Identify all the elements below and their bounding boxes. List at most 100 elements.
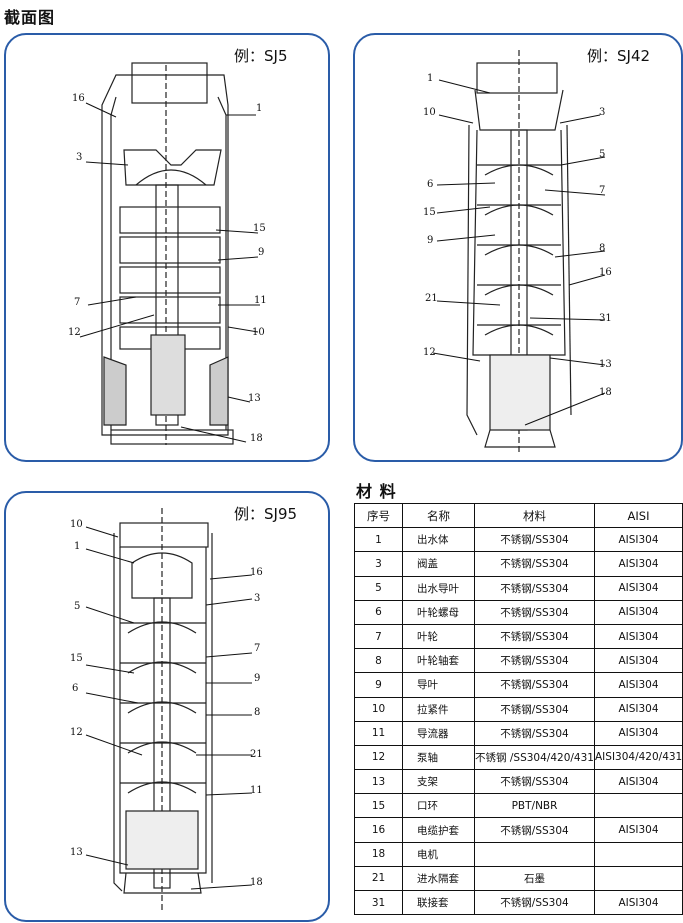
cell-index: 6 (354, 599, 403, 625)
cell-index: 18 (354, 841, 403, 867)
cell-name: 拉紧件 (402, 696, 475, 722)
callout-sj95-1: 1 (74, 541, 80, 552)
callout-sj5-13: 13 (248, 393, 261, 404)
cell-name: 进水隔套 (402, 865, 475, 892)
cell-index: 15 (354, 793, 403, 819)
cell-aisi: AISI304 (594, 696, 683, 722)
cell-index: 3 (354, 551, 403, 577)
callout-sj42-3: 3 (599, 107, 605, 118)
table-header-row: 序号 名称 材料 AISI (354, 502, 683, 529)
pump-drawing-sj95: 10 1 16 5 3 7 15 9 6 8 12 21 11 13 18 (70, 508, 263, 913)
header-material: 材料 (474, 502, 595, 529)
cell-material (474, 841, 595, 867)
materials-title: 材 料 (356, 482, 397, 501)
callout-sj42-5: 5 (599, 149, 605, 160)
model-label-sj95: 例：SJ95 (234, 505, 298, 523)
model-label-sj5: 例：SJ5 (234, 47, 288, 65)
pump-drawing-sj5: 16 1 3 15 9 7 11 12 10 13 18 (68, 62, 267, 445)
cell-index: 8 (354, 648, 403, 674)
section-title: 截面图 (4, 8, 56, 27)
cell-aisi (594, 841, 683, 867)
callout-sj42-9: 9 (427, 235, 433, 246)
callout-sj5-18: 18 (250, 433, 263, 444)
cell-name: 支架 (402, 769, 475, 795)
callout-sj42-1: 1 (427, 73, 433, 84)
cell-material: PBT/NBR (474, 793, 595, 819)
pump-drawing-sj42: 1 10 3 5 6 7 15 9 8 16 21 31 12 13 18 (423, 50, 612, 455)
cell-index: 5 (354, 575, 403, 601)
cell-aisi: AISI304 (594, 527, 683, 553)
cell-name: 出水体 (402, 527, 475, 553)
cell-index: 7 (354, 623, 403, 650)
cell-material: 石墨 (474, 865, 595, 892)
cell-index: 10 (354, 696, 403, 722)
cell-material: 不锈钢/SS304 (474, 769, 595, 795)
cell-name: 阀盖 (402, 551, 475, 577)
cell-name: 导流器 (402, 720, 475, 746)
header-name: 名称 (402, 502, 475, 529)
callout-sj5-9: 9 (258, 247, 264, 258)
cell-index: 31 (354, 889, 403, 916)
cell-material: 不锈钢/SS304 (474, 817, 595, 843)
cell-aisi: AISI304 (594, 889, 683, 916)
cell-name: 叶轮轴套 (402, 648, 475, 674)
cell-index: 1 (354, 527, 403, 553)
cell-index: 16 (354, 817, 403, 843)
cell-aisi: AISI304 (594, 551, 683, 577)
panel-sj5: 例：SJ5 (4, 33, 330, 462)
callout-sj42-15: 15 (423, 207, 436, 218)
cell-index: 12 (354, 744, 403, 771)
panel-sj42: 例：SJ42 (353, 33, 683, 462)
cell-material: 不锈钢/SS304 (474, 696, 595, 722)
cell-aisi: AISI304 (594, 672, 683, 698)
callout-sj95-16: 16 (250, 567, 263, 578)
cell-name: 叶轮螺母 (402, 599, 475, 625)
stages-sj95 (120, 621, 206, 794)
callout-sj5-10: 10 (252, 327, 265, 338)
callout-sj95-12: 12 (70, 727, 83, 738)
callout-sj5-11: 11 (254, 295, 267, 306)
callout-sj5-15: 15 (253, 223, 266, 234)
cell-name: 口环 (402, 793, 475, 819)
header-aisi: AISI (594, 502, 683, 529)
callout-sj42-10: 10 (423, 107, 436, 118)
cell-aisi: AISI304 (594, 575, 683, 601)
cell-aisi (594, 793, 683, 819)
cell-material: 不锈钢/SS304 (474, 575, 595, 601)
cell-aisi: AISI304 (594, 599, 683, 625)
cell-index: 13 (354, 769, 403, 795)
cell-aisi: AISI304/420/431 (594, 744, 683, 771)
callout-sj95-3: 3 (254, 593, 260, 604)
cell-index: 9 (354, 672, 403, 698)
header-index: 序号 (354, 502, 403, 529)
callout-sj5-16: 16 (72, 93, 85, 104)
cell-material: 不锈钢/SS304 (474, 623, 595, 650)
callout-sj95-5: 5 (74, 601, 80, 612)
stages-sj5 (119, 206, 221, 350)
callout-sj5-3: 3 (76, 152, 82, 163)
cell-aisi: AISI304 (594, 817, 683, 843)
callout-sj5-7: 7 (74, 297, 80, 308)
panel-sj95: 例：SJ95 (4, 491, 330, 922)
cell-aisi: AISI304 (594, 648, 683, 674)
cell-name: 出水导叶 (402, 575, 475, 601)
stages-sj42 (477, 164, 561, 336)
callout-sj42-31: 31 (599, 313, 612, 324)
callout-sj95-8: 8 (254, 707, 260, 718)
cell-name: 电机 (402, 841, 475, 867)
cell-name: 叶轮 (402, 623, 475, 650)
callout-sj42-21: 21 (425, 293, 438, 304)
